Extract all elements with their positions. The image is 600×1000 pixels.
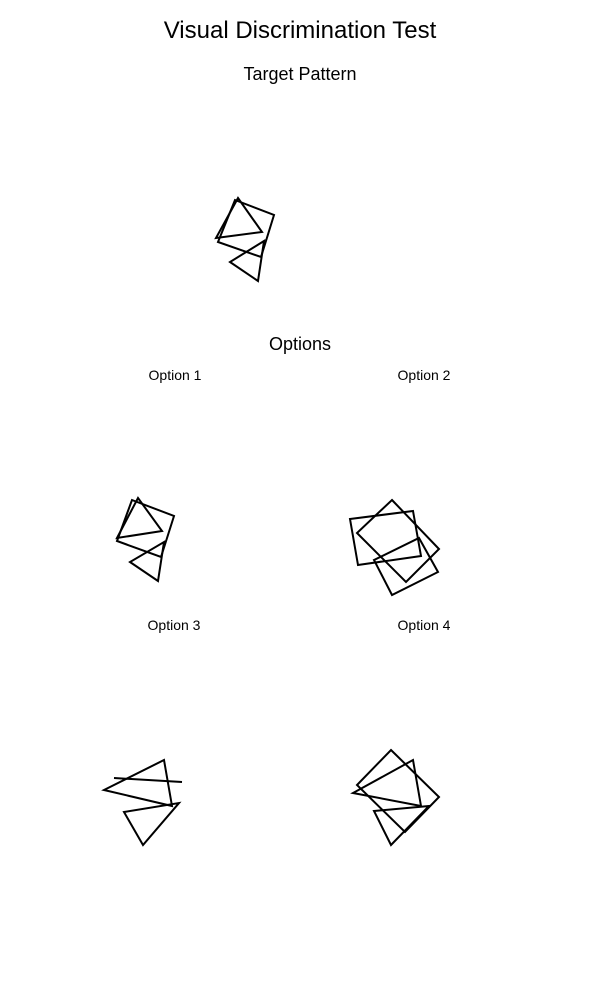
option-2-label[interactable]: Option 2 [397,367,451,383]
option-2-pattern[interactable] [348,498,441,597]
target-pattern [214,196,276,283]
option-4-label[interactable]: Option 4 [397,617,451,633]
target-pattern-heading: Target Pattern [243,64,357,84]
page-title: Visual Discrimination Test [163,17,437,44]
option-1-label[interactable]: Option 1 [148,367,202,383]
option-1-pattern[interactable] [115,496,176,583]
option-3-triangle-upper [101,758,174,808]
option-3-line [113,777,183,783]
option-4-pattern[interactable] [350,748,441,847]
option-1-triangle-lower [128,540,166,583]
option-3-triangle-lower [122,801,182,847]
option-4-triangle-upper [350,758,423,808]
target-triangle-upper [214,196,264,240]
target-triangle-lower [228,239,266,283]
option-4-square [355,748,441,834]
options-heading: Options [268,334,332,354]
option-4-triangle-lower [372,804,432,847]
option-2-square-lower [372,536,440,597]
option-3-label[interactable]: Option 3 [147,617,201,633]
option-3-pattern[interactable] [101,758,183,847]
option-2-square-left [348,509,423,567]
option-2-square-right [355,498,441,584]
option-1-triangle-upper [115,496,164,540]
